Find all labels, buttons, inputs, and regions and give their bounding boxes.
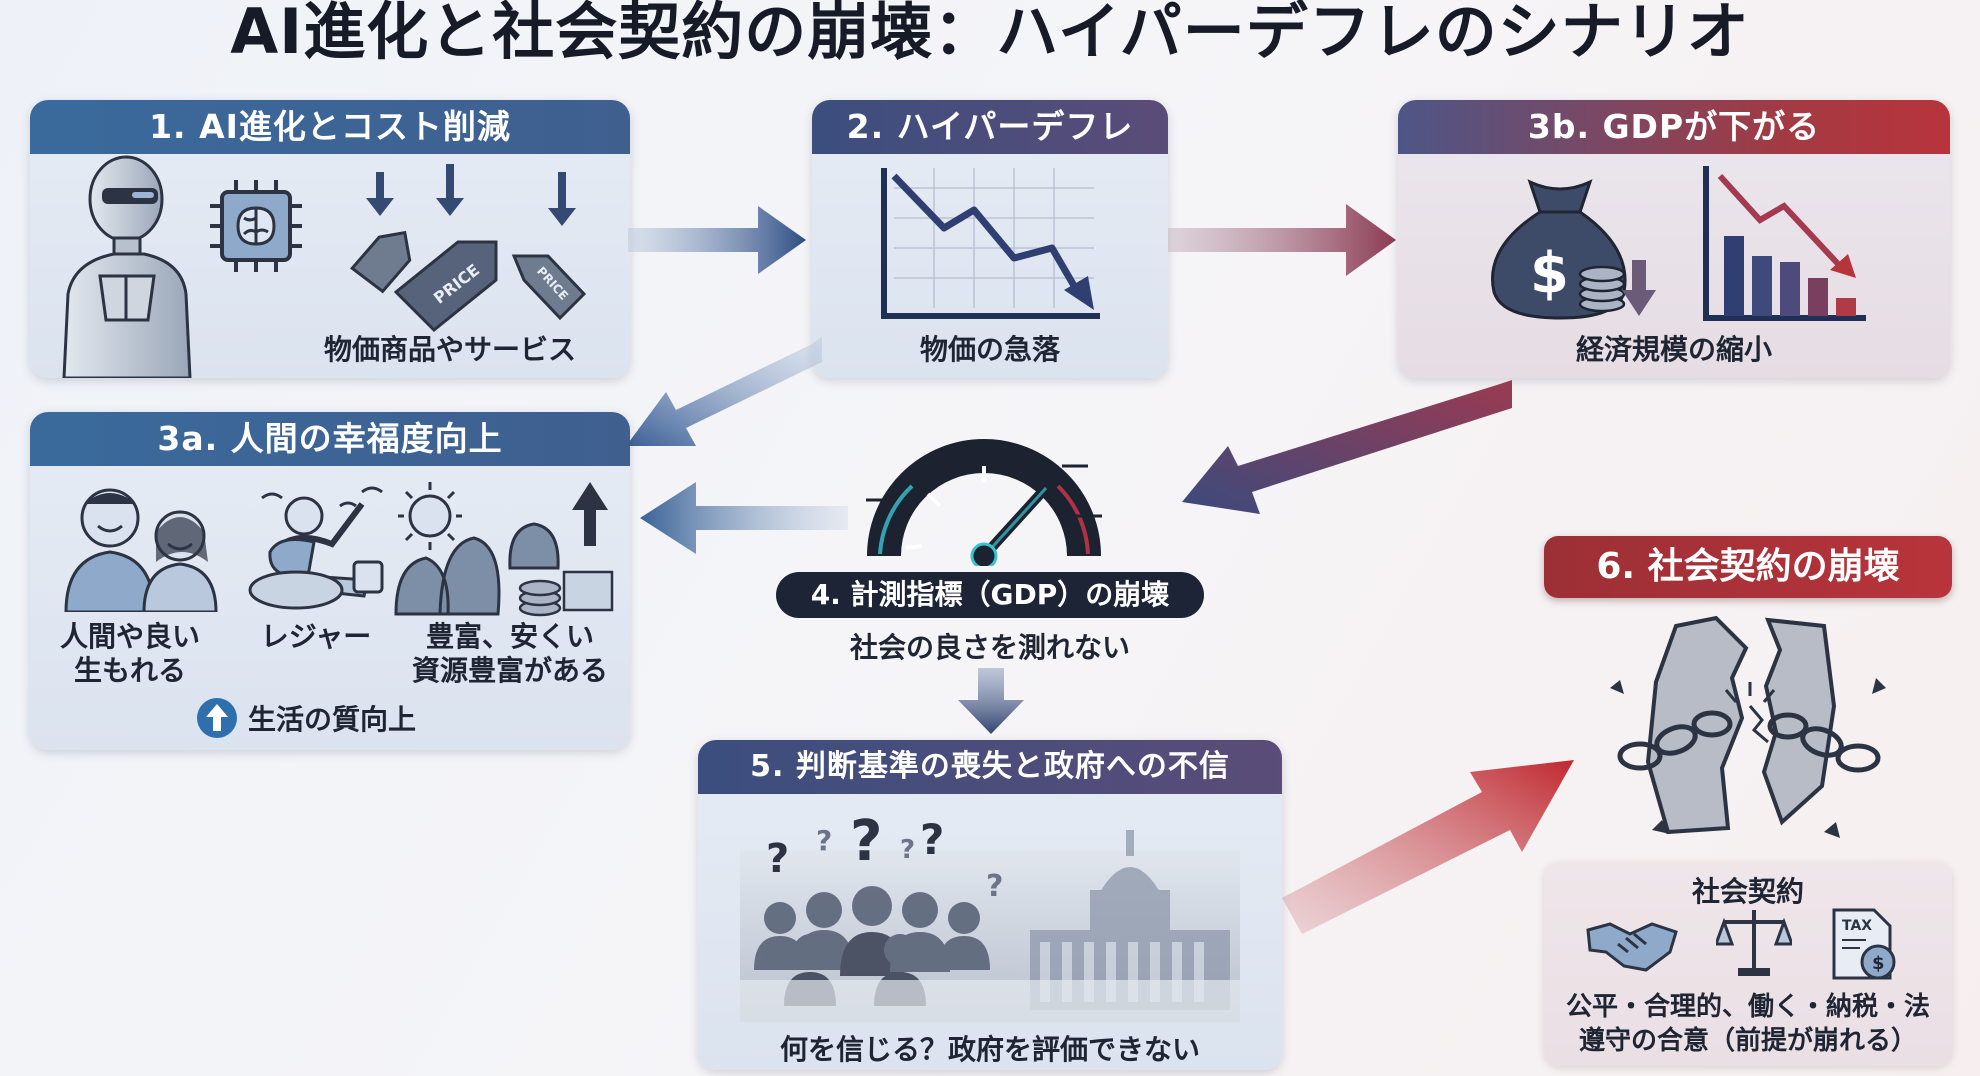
panel-ai-evolution: 1. AI進化とコスト削減 PRICE PRICE 物価商品やサービス: [30, 100, 630, 378]
happiness-item-1-label: 人間や良い 生もれる: [59, 620, 200, 687]
panel-ai-evolution-header: 1. AI進化とコスト削減: [30, 100, 630, 154]
arrow-down-left-2: [1182, 380, 1512, 514]
arrow-down-left-1: [626, 336, 822, 446]
scales-icon: [1716, 910, 1792, 976]
social-contract-box: 社会契約 TAX $ 公平・合理的、働く・納税・法 遵守の合意（前提が崩れる）: [1544, 862, 1952, 1066]
money-bag-icon: $: [1491, 179, 1656, 320]
svg-text:$: $: [1872, 953, 1885, 974]
arrow-down-1: [958, 668, 1024, 734]
panel-distrust-header: 5. 判断基準の喪失と政府への不信: [698, 740, 1282, 794]
robot-icon: [62, 155, 192, 378]
arrow-right-1: [628, 206, 806, 274]
panel-gdp-down-caption: 経済規模の縮小: [1575, 333, 1772, 366]
svg-text:?: ?: [816, 824, 832, 857]
panel-hyperdeflation-header: 2. ハイパーデフレ: [812, 100, 1168, 154]
crowd-government-icon: ?? ?? ??: [740, 810, 1240, 1022]
quality-of-life-row: 生活の質向上: [196, 696, 416, 740]
svg-text:?: ?: [920, 815, 944, 864]
arrow-up-circle-icon: [197, 698, 237, 738]
arrow-left-1: [640, 482, 848, 554]
panel-happiness-header: 3a. 人間の幸福度向上: [30, 412, 630, 466]
panel-ai-evolution-caption: 物価商品やサービス: [323, 333, 576, 366]
broken-gauge-icon: [866, 439, 1102, 566]
panel-happiness: 3a. 人間の幸福度向上 人間や良い 生もれる レジャー 豊富、安: [30, 412, 630, 750]
panel-gdp-down-header: 3b. GDPが下がる: [1398, 100, 1950, 154]
price-tags-icon: PRICE PRICE: [350, 164, 587, 333]
handshake-icon: [1586, 922, 1678, 972]
page-title: AI進化と社会契約の崩壊：ハイパーデフレのシナリオ: [230, 0, 1750, 68]
panel-hyperdeflation-caption: 物価の急落: [919, 333, 1060, 366]
social-contract-caption: 公平・合理的、働く・納税・法 遵守の合意（前提が崩れる）: [1565, 992, 1930, 1056]
social-contract-collapse-badge: 6. 社会契約の崩壊: [1544, 536, 1952, 598]
quality-of-life-label: 生活の質向上: [248, 703, 417, 736]
tax-document-icon: TAX $: [1832, 908, 1896, 980]
metric-collapse-badge: 4. 計測指標（GDP）の崩壊: [776, 572, 1204, 618]
happiness-item-2-label: レジャー: [260, 620, 372, 653]
falling-chart-icon: [881, 168, 1100, 319]
svg-text:$: $: [1530, 241, 1569, 306]
social-contract-subtitle: 社会契約: [1691, 875, 1804, 908]
svg-text:?: ?: [900, 835, 915, 865]
metric-collapse-caption: 社会の良さを測れない: [849, 631, 1130, 664]
broken-chain-tablet-icon: [1610, 615, 1886, 838]
family-icon: [64, 488, 218, 612]
panel-distrust: 5. 判断基準の喪失と政府への不信 ?? ?? ?? 何を信じる？政府を評価でき…: [698, 740, 1282, 1070]
leisure-icon: [248, 486, 384, 610]
panel-distrust-caption: 何を信じる？政府を評価できない: [779, 1033, 1200, 1066]
svg-text:?: ?: [986, 869, 1003, 904]
arrow-right-2: [1168, 204, 1396, 276]
panel-hyperdeflation: 2. ハイパーデフレ 物価の急落: [812, 100, 1168, 378]
falling-bar-chart-icon: [1703, 166, 1866, 321]
svg-text:?: ?: [850, 810, 882, 874]
happiness-item-3-label: 豊富、安くい 資源豊富がある: [411, 620, 608, 687]
abundance-icon: [394, 482, 614, 617]
arrow-up-right-red: [1282, 760, 1574, 934]
ai-chip-icon: [210, 180, 302, 272]
panel-gdp-down: 3b. GDPが下がる $ 経済規模の縮小: [1398, 100, 1950, 378]
svg-text:?: ?: [766, 836, 789, 882]
svg-text:TAX: TAX: [1842, 918, 1872, 934]
